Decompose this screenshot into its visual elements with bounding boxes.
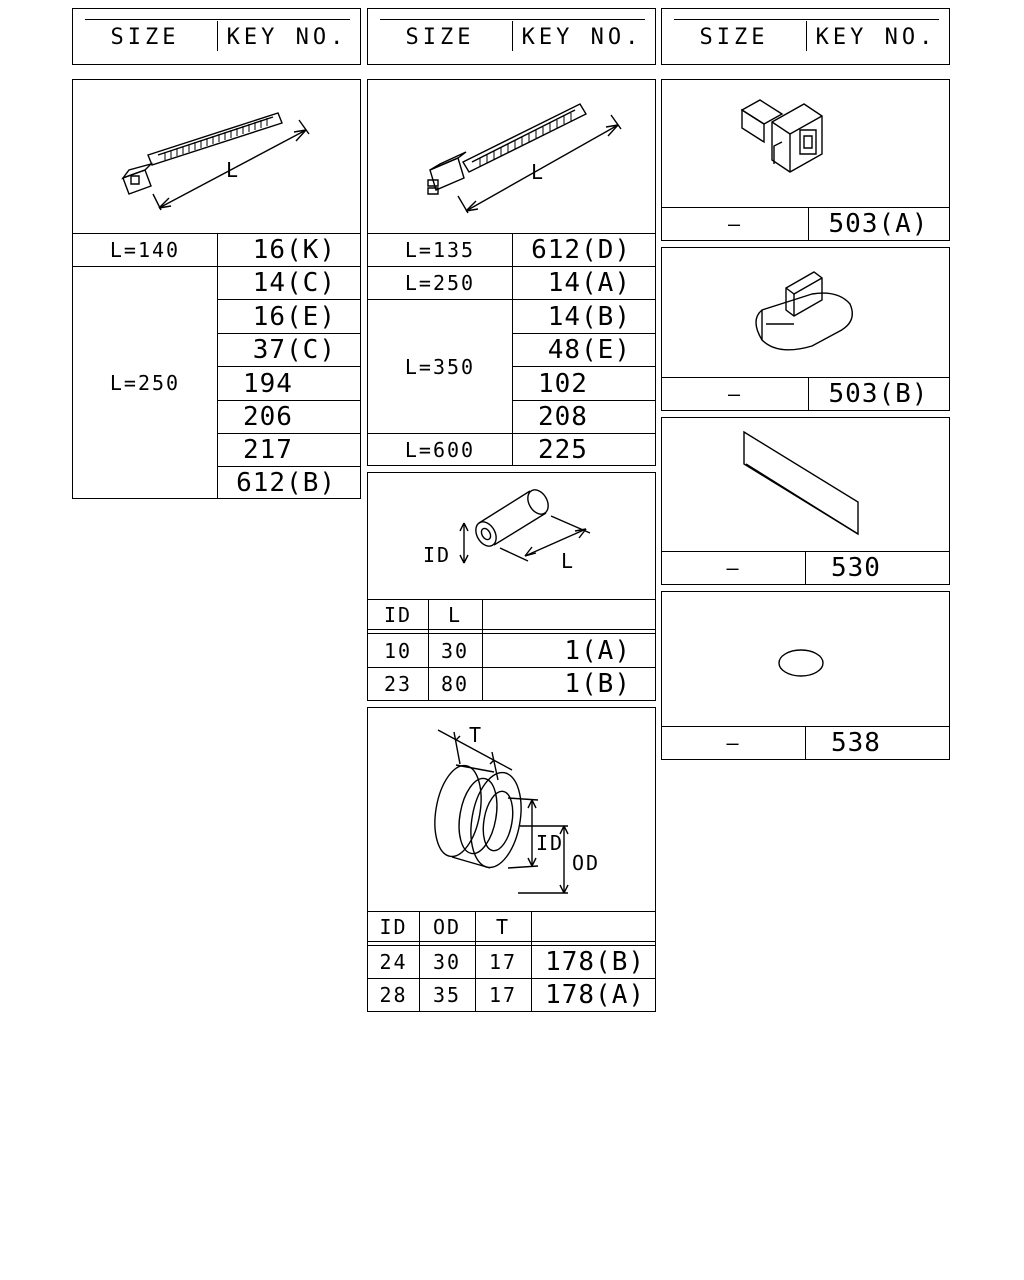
header-col3: SIZE KEY NO.	[661, 8, 950, 65]
cable-tie-panel-1: L L=140 16(K) L=250 14(C) 16(E) 37(C) 19…	[72, 79, 361, 499]
column-header-t: T	[495, 914, 511, 939]
key-cell: 225	[538, 434, 588, 465]
key-cell: 16(K)	[252, 235, 336, 265]
oring-panel: — 538	[661, 591, 950, 760]
key-cell: 194	[243, 368, 293, 399]
size-cell: L=250	[109, 370, 181, 395]
connector-panel: — 503(A)	[661, 79, 950, 241]
header-key-label: KEY NO.	[226, 24, 348, 50]
id-cell: 10	[383, 638, 413, 663]
key-cell: 538	[831, 728, 881, 758]
column-header-id: ID	[383, 602, 413, 627]
key-cell: 1(B)	[564, 669, 631, 699]
key-cell: 37(C)	[252, 335, 336, 365]
cable-tie-illustration	[73, 80, 362, 235]
key-cell: 16(E)	[252, 301, 336, 332]
size-cell: L=250	[404, 271, 476, 295]
column-header-key	[482, 600, 655, 629]
key-cell: 612(D)	[531, 235, 631, 265]
header-size-label: SIZE	[110, 24, 180, 50]
dimension-od-label: OD	[571, 851, 601, 875]
column-header-od: OD	[432, 914, 462, 939]
size-cell: L=135	[404, 238, 476, 262]
connector-illustration	[662, 80, 951, 208]
key-cell: 14(C)	[252, 268, 336, 298]
header-size-label: SIZE	[405, 24, 475, 50]
key-cell: 178(A)	[545, 980, 645, 1010]
key-cell: 178(B)	[545, 947, 645, 977]
dimension-t-label: T	[468, 723, 484, 747]
id-cell: 28	[379, 983, 408, 1007]
dimension-id-label: ID	[422, 543, 452, 567]
size-cell: —	[726, 731, 741, 755]
key-cell: 14(A)	[547, 268, 631, 298]
column-header-l: L	[447, 602, 463, 627]
oring-illustration	[662, 592, 951, 726]
grommet-illustration	[368, 708, 657, 913]
size-cell: L=140	[109, 238, 181, 262]
key-cell: 208	[538, 402, 588, 432]
column-header-id: ID	[379, 914, 408, 939]
key-cell: 1(A)	[564, 635, 631, 666]
l-cell: 80	[440, 672, 470, 696]
key-cell: 612(B)	[236, 467, 336, 498]
sheet-panel: — 530	[661, 417, 950, 585]
size-cell: —	[727, 212, 743, 236]
size-cell: L=600	[404, 437, 476, 462]
key-cell: 217	[243, 435, 293, 465]
key-cell: 530	[831, 553, 881, 583]
dimension-id-label: ID	[535, 831, 565, 855]
cable-tie-illustration	[368, 80, 657, 235]
cable-tie-panel-2: L L=135 612(D) L=250 14(A) L=350 14(B) 4…	[367, 79, 656, 466]
header-size-label: SIZE	[699, 24, 769, 50]
header-col1: SIZE KEY NO.	[72, 8, 361, 65]
header-key-label: KEY NO.	[521, 24, 643, 50]
dimension-l-label: L	[530, 160, 546, 184]
sheet-illustration	[662, 418, 951, 552]
tube-illustration	[368, 473, 657, 601]
header-col2: SIZE KEY NO.	[367, 8, 656, 65]
grommet-panel: T ID OD ID OD T 24 30 17 178(B) 28 35 17…	[367, 707, 656, 1012]
size-cell: —	[726, 556, 741, 580]
key-cell: 206	[243, 402, 293, 432]
id-cell: 23	[383, 672, 413, 696]
od-cell: 30	[432, 950, 462, 974]
key-cell: 102	[538, 368, 588, 399]
clip-illustration	[662, 248, 951, 376]
key-cell: 503(A)	[828, 209, 929, 239]
column-header-key	[531, 912, 655, 941]
size-cell: L=350	[404, 354, 476, 379]
od-cell: 35	[432, 983, 462, 1007]
key-cell: 48(E)	[547, 335, 631, 365]
key-cell: 503(B)	[828, 379, 929, 409]
t-cell: 17	[488, 950, 518, 974]
dimension-l-label: L	[560, 549, 576, 573]
id-cell: 24	[379, 950, 408, 974]
l-cell: 30	[440, 638, 470, 663]
tube-panel: ID L ID L 10 30 1(A) 23 80 1(B)	[367, 472, 656, 701]
dimension-l-label: L	[225, 158, 241, 182]
clip-panel: — 503(B)	[661, 247, 950, 411]
key-cell: 14(B)	[547, 301, 631, 332]
header-key-label: KEY NO.	[815, 24, 937, 50]
t-cell: 17	[488, 983, 518, 1007]
size-cell: —	[727, 382, 743, 406]
